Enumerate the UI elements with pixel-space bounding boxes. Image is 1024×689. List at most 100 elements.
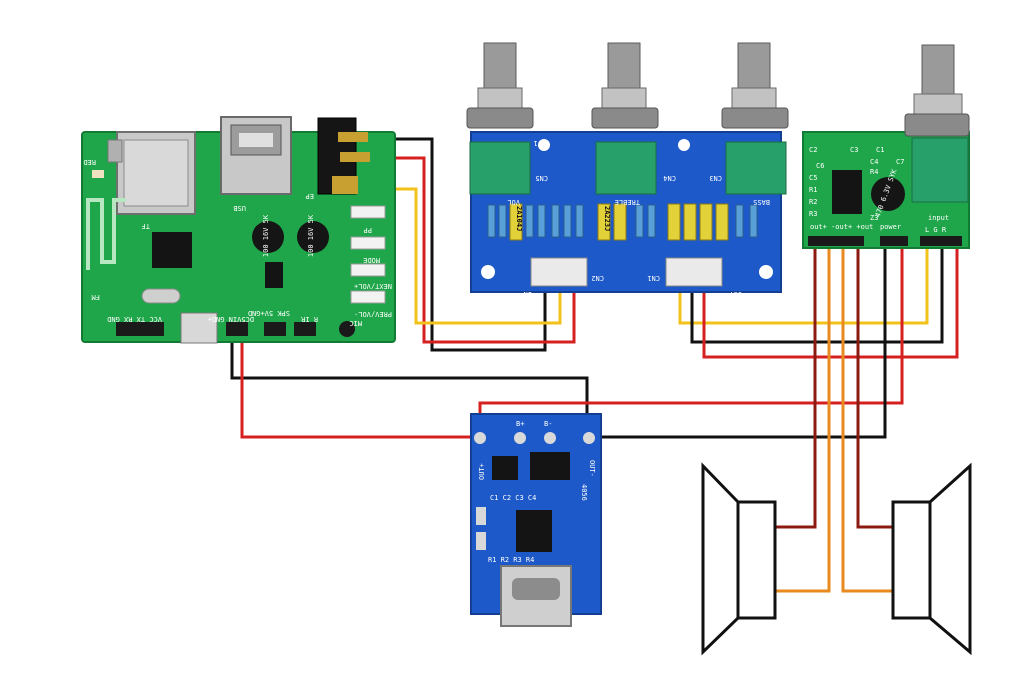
prev-button	[350, 290, 386, 304]
wire-pwr-black	[595, 245, 887, 439]
bass-pot	[721, 42, 789, 195]
speaker-right	[891, 462, 972, 656]
micro-usb-port	[180, 312, 218, 344]
wire-bt-vin-red	[240, 330, 480, 439]
pins-mid-label: DC5VIN GND+	[208, 315, 254, 323]
pp-button	[350, 205, 386, 219]
amp-c5-label: C5	[809, 174, 817, 182]
tone-control-board: VOL TREBLE BASS CN5 CN4 CN3 V1 CN2 CN1 I…	[466, 42, 789, 298]
charger-bplus-label: B+	[516, 420, 524, 428]
charger-chip-2	[530, 452, 570, 480]
charger-chip-1	[492, 456, 518, 480]
header-spk	[264, 322, 286, 336]
cap1-label: 100 16V 5K	[262, 214, 270, 257]
tone-in-label: IN	[524, 290, 532, 298]
wire-audio-left-yellow	[380, 187, 562, 325]
amp-c6-label: C6	[816, 162, 824, 170]
cn3-label: CN3	[709, 174, 722, 182]
pins-left-label: VCC TX RX GND	[107, 315, 162, 323]
wire-spk-right-orange	[841, 245, 893, 593]
wire-out-yellow	[678, 245, 929, 325]
charger-pad-4	[583, 432, 595, 444]
charger-led-1	[476, 507, 486, 525]
cap2-label: 100 16V 5K	[307, 214, 315, 257]
v1-label: V1	[534, 139, 542, 147]
speaker-right-cone	[928, 462, 972, 656]
amp-chip	[832, 170, 862, 214]
amp-out-right-label: + +out	[848, 223, 873, 231]
amp-power-header	[880, 236, 908, 246]
amp-r4-label: R4	[870, 168, 878, 176]
bluetooth-mp3-board: 100 16V 5K 100 16V 5K RED TF USB EP FM P…	[81, 116, 396, 344]
charger-chip-label: 4056	[580, 484, 588, 501]
pp-label: PP	[364, 226, 372, 234]
wire-out-black	[690, 245, 944, 344]
mic-label: MIC	[349, 319, 362, 327]
tone-cap-code-a: 2A104J	[515, 206, 523, 231]
charger-c-labels: C1 C2 C3 C4	[490, 494, 536, 502]
charger-r-labels: R1 R2 R3 R4	[488, 556, 534, 564]
speaker-left-cone	[701, 462, 740, 656]
charger-pad-3	[544, 432, 556, 444]
mic	[339, 321, 355, 337]
bt-main-chip	[152, 232, 192, 268]
amp-z3-label: Z3	[870, 214, 878, 222]
charger-pad-2	[514, 432, 526, 444]
header-ir	[294, 322, 316, 336]
tone-in-connector	[530, 257, 588, 287]
cn2-label: CN2	[591, 274, 604, 282]
bt-capacitor-2	[297, 221, 329, 253]
red-label: RED	[83, 158, 96, 166]
bt-amp-chip	[265, 262, 283, 288]
cn1-label: CN1	[647, 274, 660, 282]
tone-hole-4	[759, 265, 773, 279]
amp-r2-label: R2	[809, 198, 817, 206]
charger-led-2	[476, 532, 486, 550]
next-label: NEXT/VOL+	[354, 282, 392, 290]
treble-pot	[591, 42, 659, 195]
speaker-right-magnet	[891, 500, 932, 620]
charger-board: B+ B- OUT+ OUT- 4056 C1 C2 C3 C4 R1 R2 R…	[470, 413, 602, 627]
cn4-label: CN4	[663, 174, 676, 182]
amp-out-left-label: out+ -out	[810, 223, 848, 231]
header-uart	[116, 322, 164, 336]
next-button	[350, 263, 386, 277]
crystal	[141, 288, 181, 304]
tone-components	[487, 203, 758, 241]
usb-label: USB	[233, 204, 246, 212]
charger-pad-1	[474, 432, 486, 444]
amp-power-label: power	[880, 223, 901, 231]
red-led	[92, 170, 104, 178]
tone-out-connector	[665, 257, 723, 287]
tf-label: TF	[142, 222, 150, 230]
speaker-left	[701, 462, 777, 656]
amp-c4-label: C4	[870, 158, 878, 166]
amp-input-label: input	[928, 214, 949, 222]
tone-out-label: OUT	[729, 290, 742, 298]
amplifier-board: 470 6.3V SYK out+ -out + +out power inpu…	[802, 44, 970, 249]
antenna-trace	[86, 198, 126, 270]
amp-lgr-label: L G R	[925, 226, 947, 234]
treble-label: TREBLE	[615, 198, 640, 206]
charger-outminus-label: OUT-	[588, 460, 596, 477]
amp-c1-label: C1	[876, 146, 884, 154]
fm-label: FM	[92, 293, 100, 301]
cn5-label: CN5	[535, 174, 548, 182]
prev-label: PREV/VOL-	[354, 310, 392, 318]
mode-button	[350, 236, 386, 250]
vol-label: VOL	[507, 198, 520, 206]
charger-outplus-label: OUT+	[478, 463, 486, 480]
amp-c2-label: C2	[809, 146, 817, 154]
amp-r1-label: R1	[809, 186, 817, 194]
bass-label: BASS	[753, 198, 770, 206]
header-power	[226, 322, 248, 336]
tone-hole-1	[538, 139, 550, 151]
wire-audio-right-red	[380, 156, 576, 344]
amp-out-header	[808, 236, 864, 246]
amp-r3-label: R3	[809, 210, 817, 218]
ep-label: EP	[306, 192, 314, 200]
amp-c3-label: C3	[850, 146, 858, 154]
speaker-left-magnet	[736, 500, 777, 620]
pins-ir-label: R IR	[300, 315, 318, 323]
